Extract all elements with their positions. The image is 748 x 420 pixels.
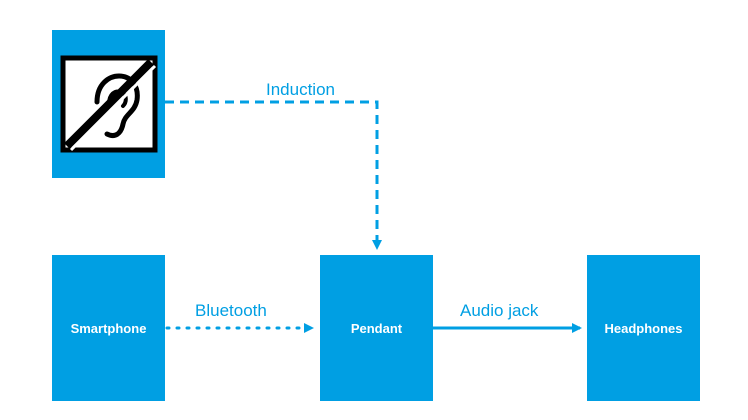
induction-label: Induction	[266, 80, 335, 99]
pendant-label: Pendant	[350, 320, 403, 336]
headphones-node: Headphones	[587, 255, 700, 401]
induction-connector	[165, 100, 382, 250]
hearing-loop-box	[52, 30, 165, 178]
smartphone-node: Smartphone	[52, 255, 165, 401]
bluetooth-label: Bluetooth	[195, 301, 267, 320]
smartphone-label: Smartphone	[70, 320, 147, 336]
hearing-loop-ear-icon	[60, 55, 157, 153]
headphones-label: Headphones	[604, 320, 683, 336]
pendant-node: Pendant	[320, 255, 433, 401]
audio-jack-label: Audio jack	[460, 301, 539, 320]
